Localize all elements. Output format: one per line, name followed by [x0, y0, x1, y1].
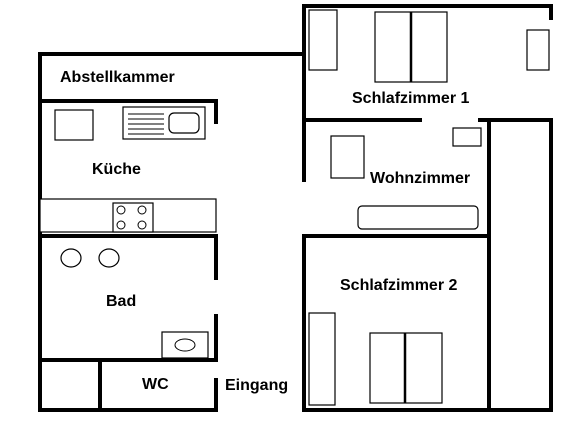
room-label-kueche: Küche: [92, 161, 141, 178]
room-schlafzimmer2: Schlafzimmer 2: [308, 277, 457, 406]
washbasin-icon: [60, 248, 82, 268]
toilet-icon: [161, 331, 209, 359]
room-kueche: Küche: [39, 106, 217, 233]
room-bad: Bad: [60, 248, 209, 359]
room-label-schlafzimmer1: Schlafzimmer 1: [352, 90, 469, 107]
nightstand-icon: [526, 29, 550, 71]
room-label-wohnzimmer: Wohnzimmer: [370, 170, 470, 187]
wardrobe-icon: [308, 9, 338, 71]
kitchen-counter-icon: [54, 109, 94, 141]
table-icon: [330, 135, 365, 179]
walls: [38, 4, 553, 412]
room-wc: WC: [142, 376, 169, 393]
tv-icon: [452, 127, 482, 147]
room-eingang: Eingang: [225, 377, 288, 394]
sink-basin-icon: [168, 112, 200, 134]
room-label-wc: WC: [142, 376, 169, 393]
room-label-schlafzimmer2: Schlafzimmer 2: [340, 277, 457, 294]
stove-icon: [112, 202, 154, 233]
room-label-abstellkammer: Abstellkammer: [60, 69, 175, 86]
wardrobe-icon: [308, 312, 336, 406]
sofa-icon: [357, 205, 479, 230]
washbasin-icon: [98, 248, 120, 268]
room-schlafzimmer1: Schlafzimmer 1: [308, 9, 550, 107]
room-label-bad: Bad: [106, 293, 136, 310]
room-wohnzimmer: Wohnzimmer: [330, 127, 482, 230]
room-label-eingang: Eingang: [225, 377, 288, 394]
room-abstellkammer: Abstellkammer: [60, 69, 175, 86]
